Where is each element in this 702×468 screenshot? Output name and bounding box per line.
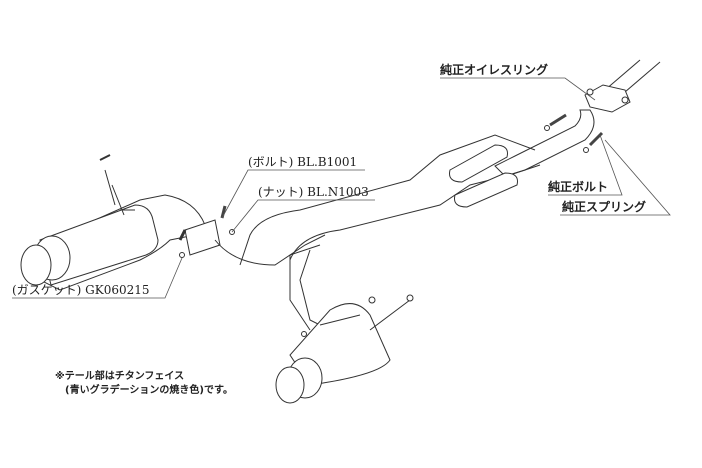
label-bolt-part: (ボルト) BL.B1001 (248, 155, 358, 169)
leader-lines (12, 77, 671, 299)
tail-note-line2: (青いグラデーションの焼き色)です。 (65, 385, 233, 396)
left-tail-tip (20, 244, 52, 286)
label-oem-bolt: 純正ボルト (548, 180, 609, 194)
resonator-lower (454, 172, 518, 208)
right-tail-tip (275, 366, 305, 404)
label-nut-part: (ナット) BL.N1003 (258, 185, 369, 199)
label-oem-oiles-ring: 純正オイレスリング (440, 63, 549, 77)
label-gasket-part: (ガスケット) GK060215 (12, 283, 150, 297)
right-pipe (275, 244, 414, 404)
oem-spring (588, 131, 604, 147)
label-oem-spring: 純正スプリング (562, 200, 647, 214)
left-pipe (20, 154, 326, 291)
bolt-part (220, 205, 227, 219)
tail-note-line1: ※テール部はチタンフェイス (55, 371, 185, 382)
twin-mid-pipes (239, 134, 541, 266)
front-pipe (494, 59, 661, 177)
front-flange (584, 84, 631, 113)
oem-bolt-left (549, 113, 567, 127)
resonator-upper (449, 144, 508, 183)
